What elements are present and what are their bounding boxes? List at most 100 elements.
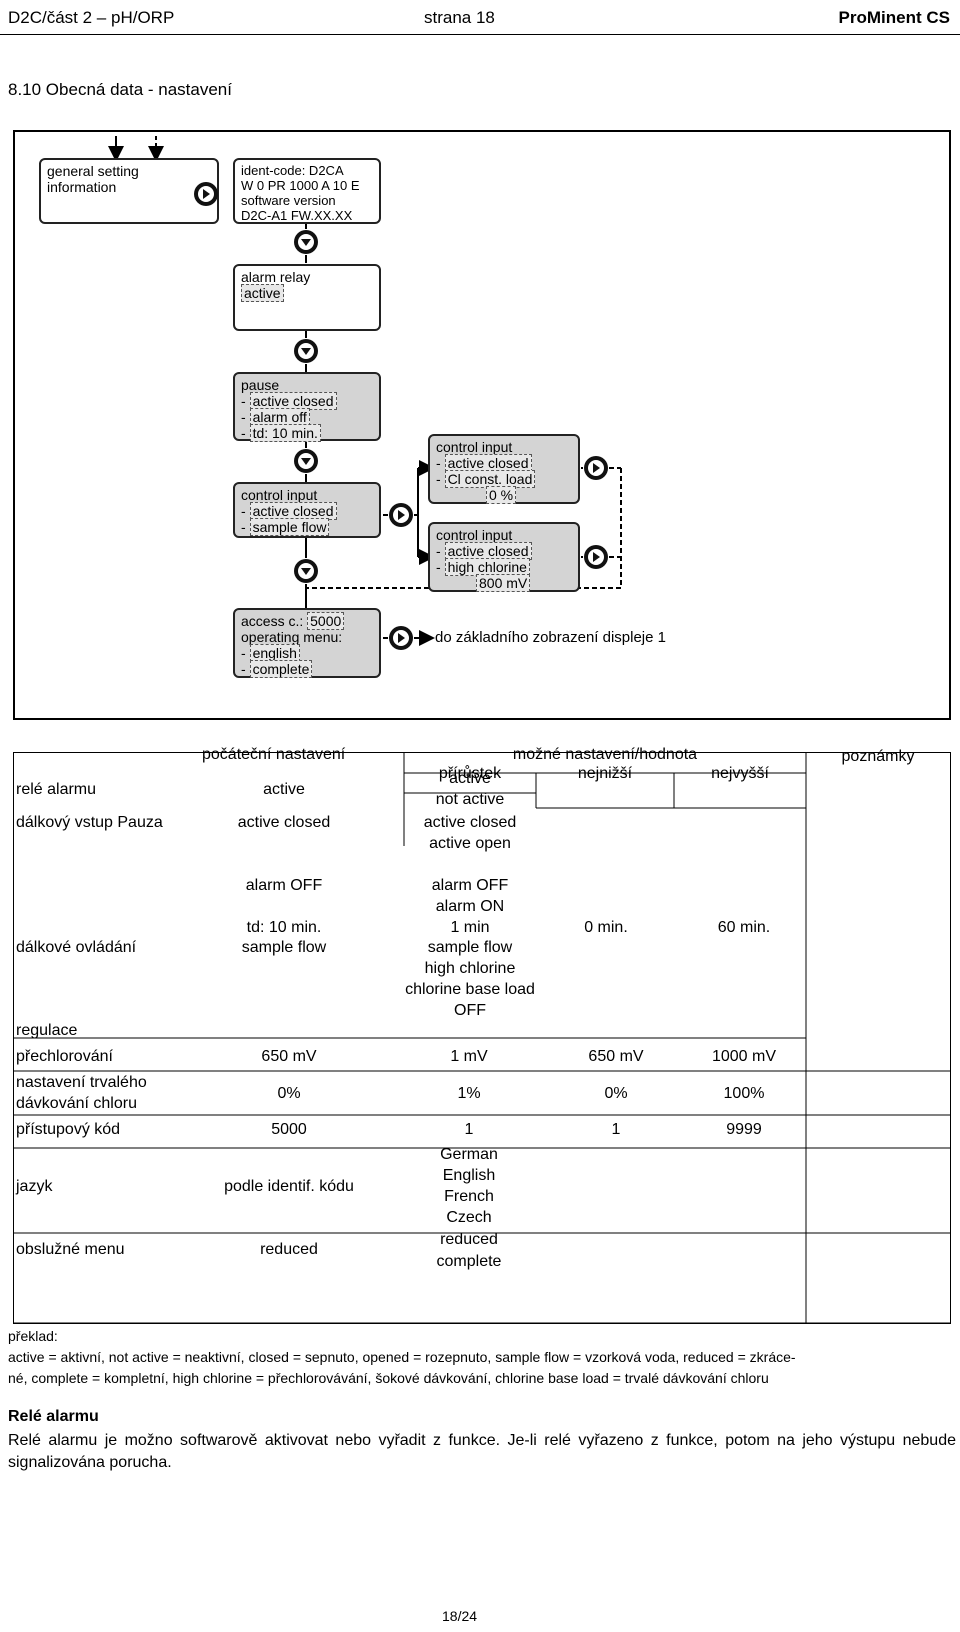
lcd-dash: - <box>436 455 441 471</box>
row-option: active open <box>429 835 511 852</box>
lcd-line: operating menu: <box>241 629 343 645</box>
lcd-value: complete <box>249 660 313 678</box>
lcd-control-input-cl-const: control input - active closed - Cl const… <box>428 434 580 504</box>
row-option: OFF <box>454 1002 486 1019</box>
enter-key-icon[interactable] <box>388 502 414 528</box>
row-initial: active <box>263 781 305 798</box>
row-min: 0 min. <box>584 919 628 936</box>
lcd-value: active closed <box>444 454 532 472</box>
enter-key-icon[interactable] <box>388 625 414 651</box>
relay-text: Relé alarmu je možno softwarově aktivova… <box>8 1432 956 1471</box>
lcd-line: control input <box>241 487 318 503</box>
lcd-dash: - <box>241 425 246 441</box>
translation-line: active = aktivní, not active = neaktivní… <box>8 1349 796 1365</box>
row-option: French <box>444 1188 494 1205</box>
row-initial: reduced <box>260 1241 318 1258</box>
lcd-line: access c.: <box>241 613 304 629</box>
section-title: 8.10 Obecná data - nastavení <box>8 80 232 99</box>
lcd-line: W 0 PR 1000 A 10 E <box>241 178 360 193</box>
header-left: D2C/část 2 – pH/ORP <box>8 8 175 27</box>
lcd-line: general setting <box>47 163 139 179</box>
lcd-value: active closed <box>444 542 532 560</box>
lcd-dash: - <box>436 471 441 487</box>
lcd-alarm-relay: alarm relay active <box>233 264 381 331</box>
row-initial: td: 10 min. <box>246 919 322 936</box>
row-min: 1 <box>611 1121 621 1138</box>
translation-line: né, complete = kompletní, high chlorine … <box>8 1370 769 1386</box>
row-option: complete <box>436 1253 502 1270</box>
lcd-value: english <box>249 644 300 662</box>
row-option: not active <box>435 791 505 808</box>
lcd-value: active <box>241 284 284 302</box>
lcd-line: information <box>47 179 117 195</box>
lcd-line: alarm relay <box>241 269 311 285</box>
enter-key-icon[interactable] <box>293 448 319 474</box>
lcd-dash: - <box>241 503 246 519</box>
row-option: German <box>440 1146 498 1163</box>
row-option: active closed <box>423 814 517 831</box>
header-center: strana 18 <box>424 8 495 27</box>
row-label: obslužné menu <box>16 1241 125 1258</box>
row-label: dálkový vstup Pauza <box>16 814 163 831</box>
diagram-note: do základního zobrazení displeje 1 <box>435 629 666 646</box>
enter-key-icon[interactable] <box>293 558 319 584</box>
row-option: alarm OFF <box>431 877 509 894</box>
row-option: English <box>442 1167 496 1184</box>
relay-heading: Relé alarmu <box>8 1408 99 1425</box>
row-initial: 0% <box>277 1085 301 1102</box>
lcd-dash: - <box>436 543 441 559</box>
enter-key-icon[interactable] <box>193 181 219 207</box>
lcd-pause: pause - active closed - alarm off - td: … <box>233 372 381 442</box>
lcd-general-setting: general setting information <box>39 158 219 224</box>
lcd-line: control input <box>436 527 513 543</box>
lcd-dash: - <box>436 559 441 575</box>
th-possible: možné nastavení/hodnota <box>512 746 698 763</box>
row-max: 100% <box>723 1085 765 1102</box>
lcd-value: 800 mV <box>476 574 531 592</box>
lcd-line: pause <box>241 377 280 393</box>
lcd-dash: - <box>241 409 246 425</box>
row-max: 1000 mV <box>711 1048 777 1065</box>
row-step: 1 <box>464 1121 474 1138</box>
page-number: 18/24 <box>442 1608 478 1624</box>
enter-key-icon[interactable] <box>583 544 609 570</box>
row-initial: 5000 <box>271 1121 307 1138</box>
lcd-line: D2C-A1 FW.XX.XX <box>241 208 353 223</box>
menu-diagram: general setting information ident-code: … <box>13 130 951 720</box>
enter-key-icon[interactable] <box>293 338 319 364</box>
header-divider <box>0 34 960 35</box>
row-initial: podle identif. kódu <box>224 1178 354 1195</box>
enter-key-icon[interactable] <box>583 455 609 481</box>
lcd-value: sample flow <box>249 518 330 536</box>
lcd-dash: - <box>241 393 246 409</box>
enter-key-icon[interactable] <box>293 229 319 255</box>
row-initial: active closed <box>237 814 331 831</box>
th-notes: poznámky <box>841 748 915 765</box>
row-label: regulace <box>16 1022 78 1039</box>
th-initial: počáteční nastavení <box>202 746 346 763</box>
row-label: dávkování chloru <box>16 1095 137 1112</box>
row-label: dálkové ovládání <box>16 939 137 956</box>
row-step: 1% <box>457 1085 481 1102</box>
row-max: 60 min. <box>717 919 771 936</box>
lcd-ident-code: ident-code: D2CA W 0 PR 1000 A 10 E soft… <box>233 158 381 224</box>
lcd-control-input-sample-flow: control input - active closed - sample f… <box>233 482 381 538</box>
lcd-value: high chlorine <box>444 558 530 576</box>
lcd-line: ident-code: D2CA <box>241 163 344 178</box>
lcd-value: alarm off <box>249 408 310 426</box>
lcd-line: control input <box>436 439 513 455</box>
row-option: high chlorine <box>424 960 516 977</box>
lcd-control-input-high-chlorine: control input - active closed - high chl… <box>428 522 580 592</box>
row-step: 1 mV <box>450 1048 488 1065</box>
settings-table: počáteční nastavení možné nastavení/hodn… <box>13 746 951 1324</box>
row-label: přechlorování <box>16 1048 113 1065</box>
th-step: přírůstek <box>438 765 502 782</box>
row-label: jazyk <box>16 1178 53 1195</box>
row-option: alarm ON <box>435 898 505 915</box>
row-label: relé alarmu <box>16 781 97 798</box>
table-grid <box>14 753 950 1323</box>
row-option: chlorine base load <box>405 981 535 998</box>
row-max: 9999 <box>726 1121 762 1138</box>
lcd-dash: - <box>241 645 246 661</box>
row-initial: alarm OFF <box>245 877 323 894</box>
